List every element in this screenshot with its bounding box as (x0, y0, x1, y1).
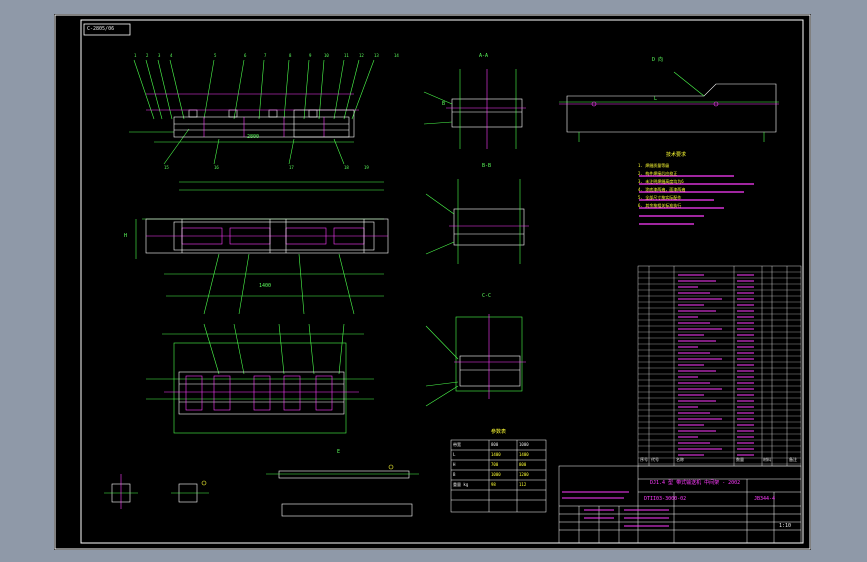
drawing-number: DTII03-3000-02 (644, 496, 687, 502)
param-table-cell: 1400 (519, 452, 529, 457)
param-table-cell: H (453, 462, 456, 467)
balloon-label: 16 (214, 165, 219, 170)
bom-header-cell: 名称 (676, 457, 684, 462)
dim-l: L (654, 96, 658, 102)
section-a (423, 69, 526, 149)
front-view (129, 59, 375, 165)
balloon-label: 12 (359, 53, 364, 58)
tech-note: 5. 全部尺寸按实际配作 (638, 195, 682, 200)
bom-fill-text (678, 274, 754, 456)
param-table-cell: L (453, 452, 456, 457)
param-table-cell: 1200 (519, 472, 529, 477)
balloon-label: 13 (374, 53, 379, 58)
balloon-label: 11 (344, 53, 349, 58)
tech-note: 4. 涂底漆两遍，面漆两遍 (638, 187, 686, 192)
balloon-label: 4 (170, 53, 173, 58)
param-table-cell: 带宽 (453, 442, 461, 447)
dim-h: H (124, 233, 128, 239)
part-d-view (559, 71, 779, 142)
dim-2800: 2800 (247, 134, 260, 140)
balloon-label: 3 (158, 53, 161, 58)
tech-note: 2. 构件焊接后应校正 (638, 171, 678, 176)
bom-header-cell: 材料 (763, 457, 771, 462)
bom-header-cell: 序号 (640, 457, 648, 462)
tech-note: 1. 焊缝质量等级 (638, 163, 670, 168)
bom-header-cell: 备注 (789, 457, 797, 462)
param-table-cell: 1400 (491, 452, 501, 457)
balloon-label: 2 (146, 53, 149, 58)
outer-frame (54, 14, 811, 550)
param-table-grid (450, 439, 547, 513)
param-table-cell: 800 (519, 462, 527, 467)
param-table-cell: B (453, 472, 456, 477)
standard-code: JB344-4 (754, 496, 776, 502)
bom-rows (638, 271, 801, 465)
bom-header-cell: 代号 (651, 457, 659, 462)
drawing-tag: C-2805/06 (87, 26, 115, 32)
balloon-label: 14 (394, 53, 399, 58)
dim-1400: 1400 (259, 283, 272, 289)
param-table-title: 参数表 (491, 429, 507, 435)
param-table-cell: 1000 (491, 472, 501, 477)
tech-notes-title: 技术要求 (666, 152, 687, 158)
drawing-sheet: C-2805/06 A-A B-B C-C D 向 E 2800 1400 H … (54, 14, 811, 550)
section-c-label: C-C (482, 293, 492, 299)
param-table-cell: 112 (519, 482, 527, 487)
tech-notes-lines (639, 175, 754, 225)
section-c (425, 314, 526, 407)
view-d-label: D 向 (652, 57, 664, 63)
inner-frame (80, 19, 804, 544)
tag-box (83, 23, 131, 36)
tech-note: 6. 其余按相关标准执行 (638, 203, 682, 208)
balloon-label: 9 (309, 53, 312, 58)
balloon-label: 10 (324, 53, 329, 58)
param-table-cell: 1000 (519, 442, 529, 447)
balloon-label: 18 (344, 165, 349, 170)
section-b-label: B-B (482, 163, 492, 169)
param-table-cell: 98 (491, 482, 496, 487)
dim-b: B (442, 101, 446, 107)
balloon-label: 8 (289, 53, 292, 58)
balloon-label: 17 (289, 165, 294, 170)
balloon-label: 7 (264, 53, 267, 58)
view-e-label: E (337, 449, 341, 455)
bottom-view (146, 323, 374, 434)
tech-note: 3. 未注明焊缝高度均为6 (638, 179, 684, 184)
param-table-cell: 800 (491, 442, 499, 447)
title-block-grid (558, 465, 802, 544)
plan-view (135, 181, 389, 315)
drawing-title: DJ1.4 型 带式输送机 中间架 - 2002 (650, 480, 741, 486)
bom-header-cell: 数量 (736, 457, 744, 462)
section-b (425, 179, 529, 264)
param-table-cell: 700 (491, 462, 499, 467)
balloon-label: 19 (364, 165, 369, 170)
detail-views (104, 464, 419, 517)
balloon-label: 5 (214, 53, 217, 58)
balloon-label: 1 (134, 53, 137, 58)
param-table-cell: 重量 kg (453, 482, 469, 487)
balloon-label: 15 (164, 165, 169, 170)
balloon-label: 6 (244, 53, 247, 58)
title-block-fill (562, 491, 669, 527)
drawing-scale: 1:10 (779, 523, 792, 529)
section-a-label: A-A (479, 53, 489, 59)
cad-drawing (54, 14, 811, 550)
